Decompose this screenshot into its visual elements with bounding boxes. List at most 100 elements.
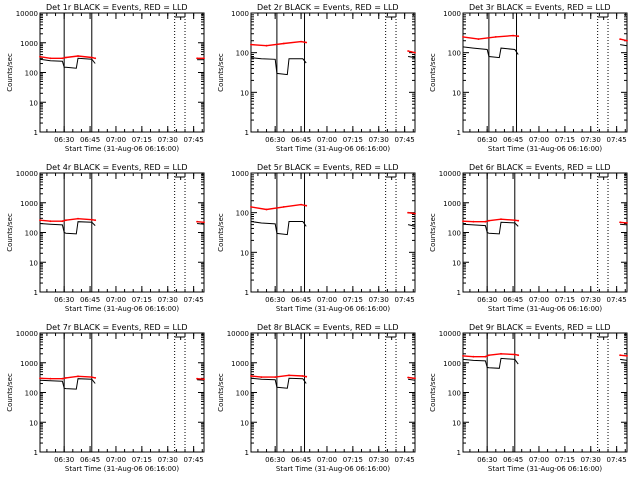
series-lld-line [39, 217, 96, 222]
x-tick-label: 07:15 [132, 136, 152, 144]
x-tick-label: 07:15 [132, 456, 152, 464]
y-tick-label: 10 [240, 249, 249, 257]
lld-point [472, 355, 475, 358]
y-tick-label: 1 [457, 449, 461, 457]
x-tick-label: 06:30 [265, 296, 285, 304]
x-tick-label: 07:30 [158, 296, 178, 304]
lld-point [250, 43, 252, 46]
lld-point [484, 355, 487, 358]
chart-title: Det 7r BLACK = Events, RED = LLD [46, 323, 188, 332]
flag-mark [385, 176, 393, 180]
x-tick-label: 06:45 [80, 296, 100, 304]
panel-7: Det 7r BLACK = Events, RED = LLD11010010… [6, 323, 205, 473]
lld-point [517, 354, 520, 357]
panel-9: Det 9r BLACK = Events, RED = LLD11010010… [429, 323, 628, 473]
x-tick-label: 06:30 [477, 136, 497, 144]
x-axis-label: Start Time (31-Aug-06 06:16:00) [276, 145, 390, 153]
lld-point [65, 56, 67, 59]
x-tick-label: 07:30 [581, 456, 601, 464]
lld-point [488, 354, 490, 357]
lld-point [196, 57, 199, 60]
flag-mark [385, 16, 393, 20]
series-events-line [250, 221, 307, 236]
series-lld-line [39, 375, 96, 380]
series-events-line [39, 378, 96, 390]
y-tick-label: 10000 [439, 330, 461, 338]
x-tick-label: 07:45 [607, 296, 627, 304]
x-tick-label: 07:30 [369, 136, 389, 144]
x-tick-label: 06:30 [54, 296, 74, 304]
y-tick-label: 1 [457, 129, 461, 137]
lld-point [90, 218, 93, 221]
y-tick-label: 1000 [443, 200, 461, 208]
lld-point [274, 376, 277, 378]
x-axis-label: Start Time (31-Aug-06 06:16:00) [276, 305, 390, 313]
x-tick-label: 07:30 [369, 456, 389, 464]
x-axis-label: Start Time (31-Aug-06 06:16:00) [65, 305, 179, 313]
flag-mark [385, 336, 393, 340]
panel-4: Det 4r BLACK = Events, RED = LLD11010010… [6, 163, 205, 313]
lld-point [619, 354, 621, 357]
x-tick-label: 07:00 [529, 136, 549, 144]
series-lld-line [408, 376, 416, 379]
y-axis-label: Counts/sec [429, 373, 437, 412]
series-events-line [462, 221, 519, 235]
x-tick-label: 06:45 [80, 456, 100, 464]
series-events-line [39, 57, 96, 69]
x-tick-label: 07:45 [184, 296, 204, 304]
y-tick-label: 1 [34, 129, 38, 137]
panel-8: Det 8r BLACK = Events, RED = LLD11010010… [217, 323, 416, 473]
series-events-line [462, 46, 519, 59]
lld-point [288, 374, 290, 377]
y-axis-label: Counts/sec [217, 213, 225, 252]
lld-point [407, 376, 409, 379]
x-tick-label: 06:45 [503, 296, 523, 304]
x-axis-label: Start Time (31-Aug-06 06:16:00) [65, 145, 179, 153]
x-tick-label: 07:00 [106, 296, 126, 304]
y-tick-label: 10000 [227, 330, 249, 338]
x-tick-label: 07:00 [529, 296, 549, 304]
lld-point [77, 217, 79, 220]
x-tick-label: 07:45 [607, 456, 627, 464]
lld-point [512, 34, 514, 37]
x-tick-label: 06:45 [503, 136, 523, 144]
y-tick-label: 100 [448, 230, 461, 238]
lld-point [196, 377, 199, 380]
lld-point [90, 376, 93, 378]
y-tick-label: 10 [452, 89, 461, 97]
lld-point [305, 41, 308, 44]
series-lld-line [620, 354, 628, 357]
lld-point [414, 377, 416, 380]
x-tick-label: 06:30 [54, 456, 74, 464]
lld-point [407, 50, 409, 52]
lld-point [477, 38, 480, 40]
panel-5: Det 5r BLACK = Events, RED = LLD11010010… [217, 163, 416, 313]
lld-point [94, 57, 97, 60]
lld-point [282, 206, 285, 208]
y-tick-label: 10000 [16, 170, 38, 178]
chart-title: Det 8r BLACK = Events, RED = LLD [257, 323, 399, 332]
flag-mark [174, 176, 182, 180]
lld-point [265, 44, 268, 47]
y-tick-label: 1000 [231, 360, 249, 368]
y-tick-label: 100 [236, 50, 249, 58]
series-lld-line [407, 50, 416, 54]
lld-point [39, 55, 41, 58]
lld-point [77, 375, 79, 378]
series-events-line [620, 358, 628, 361]
lld-point [472, 220, 475, 223]
x-tick-label: 06:45 [291, 456, 311, 464]
y-axis-label: Counts/sec [217, 53, 225, 92]
chart-title: Det 3r BLACK = Events, RED = LLD [469, 3, 611, 12]
lld-point [414, 51, 416, 54]
x-tick-label: 06:45 [291, 136, 311, 144]
series-events-line [250, 377, 307, 389]
y-tick-label: 10 [452, 419, 461, 427]
plot-frame [250, 332, 416, 453]
series-lld-line [250, 203, 307, 211]
x-tick-label: 07:15 [343, 136, 363, 144]
x-tick-label: 06:45 [80, 136, 100, 144]
chart-title: Det 2r BLACK = Events, RED = LLD [257, 3, 399, 12]
x-tick-label: 07:00 [529, 456, 549, 464]
x-axis-label: Start Time (31-Aug-06 06:16:00) [488, 465, 602, 473]
